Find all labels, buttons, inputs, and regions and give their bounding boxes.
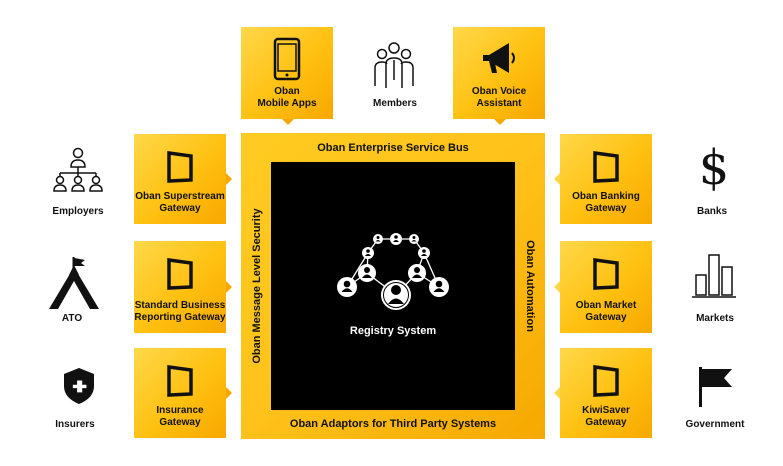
- automation-label: Oban Automation: [524, 240, 536, 332]
- market-pointer: [554, 281, 560, 293]
- gateway-window-icon: [593, 150, 619, 183]
- gateway-window-icon: [167, 364, 193, 397]
- sbr-pointer: [226, 281, 232, 293]
- service-bus-label: Oban Enterprise Service Bus: [317, 142, 469, 154]
- superstream-gateway-label: Oban Superstream Gateway: [135, 191, 225, 214]
- government-label: Government: [685, 419, 745, 430]
- mobile-apps-box: Oban Mobile Apps: [241, 27, 333, 119]
- mobile-apps-label: Oban Mobile Apps: [257, 86, 317, 109]
- insurance-pointer: [226, 387, 232, 399]
- gateway-window-icon: [167, 257, 193, 290]
- market-gateway-label: Oban Market Gateway: [575, 300, 637, 323]
- members-label: Members: [373, 98, 417, 109]
- dollar-icon: $: [698, 140, 730, 196]
- voice-assistant-box: Oban Voice Assistant: [453, 27, 545, 119]
- gateway-window-icon: [593, 257, 619, 290]
- mountain-flag-icon: [49, 257, 99, 309]
- shield-plus-icon: [64, 368, 94, 404]
- banking-gateway: Oban Banking Gateway: [560, 134, 652, 224]
- gateway-window-icon: [593, 364, 619, 397]
- flag-icon: [699, 367, 732, 407]
- adaptors-label: Oban Adaptors for Third Party Systems: [289, 418, 497, 430]
- gateway-window-icon: [167, 150, 193, 183]
- voice-assistant-pointer: [494, 119, 506, 125]
- sbr-gateway-label: Standard Business Reporting Gateway: [134, 300, 226, 323]
- mobile-apps-pointer: [282, 119, 294, 125]
- voice-assistant-label: Oban Voice Assistant: [471, 86, 527, 109]
- superstream-pointer: [226, 173, 232, 185]
- bar-chart-icon: [692, 254, 736, 298]
- mobile-phone-icon: [273, 37, 301, 81]
- superstream-gateway: Oban Superstream Gateway: [134, 134, 226, 224]
- insurers-label: Insurers: [55, 419, 95, 430]
- banking-pointer: [554, 173, 560, 185]
- employers-label: Employers: [52, 206, 104, 217]
- banking-gateway-label: Oban Banking Gateway: [572, 191, 640, 214]
- kiwisaver-gateway: KiwiSaver Gateway: [560, 348, 652, 438]
- kiwisaver-gateway-label: KiwiSaver Gateway: [582, 405, 630, 428]
- members-icon: [374, 42, 414, 88]
- sbr-gateway: Standard Business Reporting Gateway: [134, 241, 226, 333]
- registry-network-icon: [337, 233, 449, 310]
- org-chart-icon: [53, 147, 103, 192]
- message-security-label: Oban Message Level Security: [251, 208, 263, 364]
- markets-label: Markets: [696, 313, 734, 324]
- megaphone-icon: [483, 43, 515, 73]
- banks-label: Banks: [696, 206, 727, 217]
- insurance-gateway-label: Insurance Gateway: [156, 405, 204, 428]
- kiwisaver-pointer: [554, 387, 560, 399]
- registry-system-label: Registry System: [349, 325, 437, 337]
- market-gateway: Oban Market Gateway: [560, 241, 652, 333]
- ato-label: ATO: [61, 313, 83, 324]
- insurance-gateway: Insurance Gateway: [134, 348, 226, 438]
